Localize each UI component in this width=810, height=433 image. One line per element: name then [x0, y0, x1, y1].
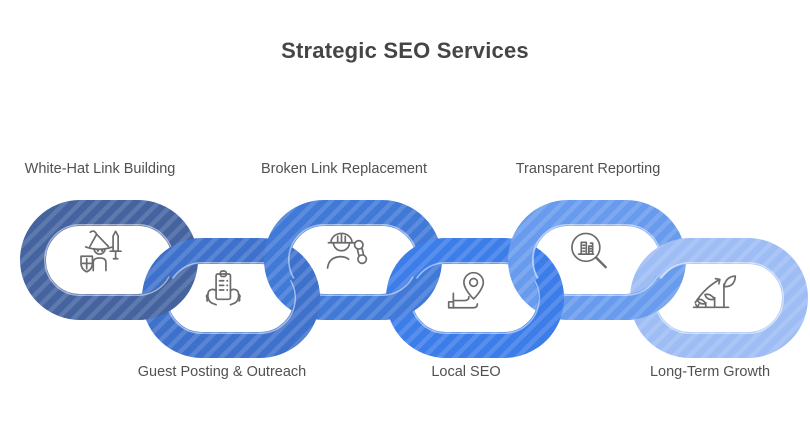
chain-link-2-overlap [278, 268, 320, 348]
link-label-white-hat: White-Hat Link Building [24, 161, 176, 177]
local-seo-icon [447, 271, 485, 309]
link-label-local-seo: Local SEO [431, 364, 501, 380]
guest-posting-icon [205, 270, 241, 306]
white-hat-icon [79, 229, 123, 274]
link-label-broken-link: Broken Link Replacement [260, 161, 428, 177]
transparent-reporting-icon [570, 232, 607, 269]
long-term-growth-icon [692, 275, 737, 309]
chain-link-4-overlap [522, 268, 564, 348]
link-label-guest-posting: Guest Posting & Outreach [137, 364, 307, 380]
link-label-growth: Long-Term Growth [649, 364, 771, 380]
chain-link-5-overlap [600, 275, 679, 320]
chain-link-1-overlap [112, 275, 191, 320]
chain-link-3-overlap [356, 275, 435, 320]
link-label-reporting: Transparent Reporting [515, 161, 661, 177]
broken-link-icon [326, 232, 368, 269]
page-title: Strategic SEO Services [281, 38, 529, 63]
